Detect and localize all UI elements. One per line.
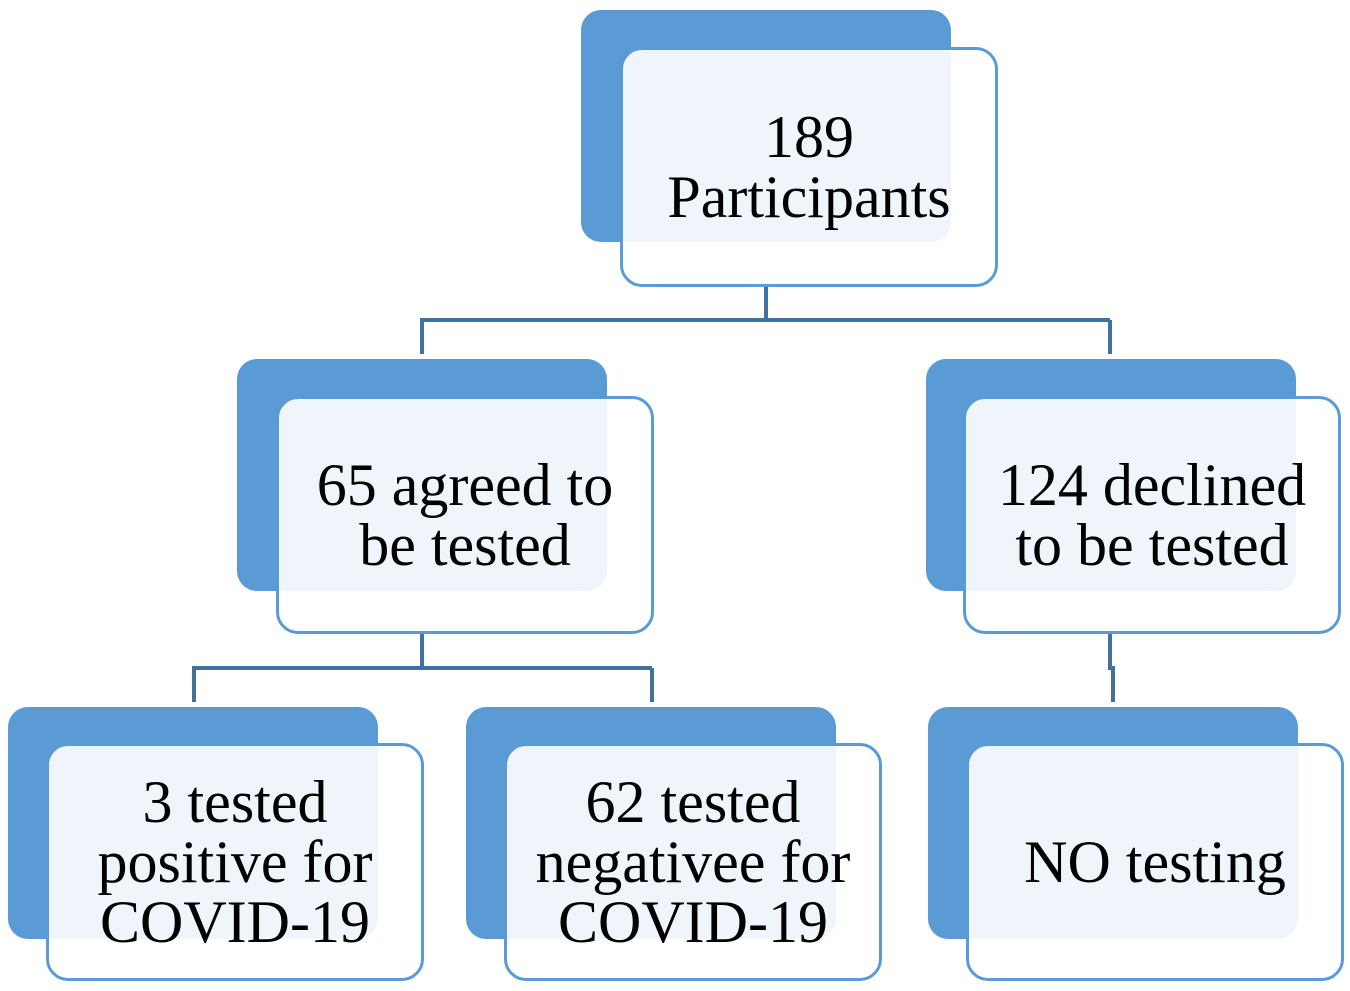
node-participants-line2: Participants bbox=[667, 164, 951, 230]
node-negative-line2: negativee for bbox=[535, 829, 851, 895]
node-participants-line1: 189 bbox=[764, 104, 854, 170]
node-agreed-line2: be tested bbox=[359, 512, 571, 578]
node-declined-text: 124 declined to be tested bbox=[998, 455, 1306, 575]
node-no-testing-box: NO testing bbox=[966, 743, 1344, 981]
node-negative-box: 62 tested negativee for COVID-19 bbox=[504, 743, 882, 981]
node-agreed-line1: 65 agreed to bbox=[316, 452, 614, 518]
node-positive-text: 3 tested positive for COVID-19 bbox=[98, 772, 373, 952]
node-negative-line3: COVID-19 bbox=[558, 889, 828, 955]
node-positive-box: 3 tested positive for COVID-19 bbox=[46, 743, 424, 981]
node-participants-text: 189 Participants bbox=[667, 107, 950, 227]
node-declined-box: 124 declined to be tested bbox=[963, 396, 1341, 634]
node-participants-box: 189 Participants bbox=[620, 47, 998, 287]
node-no-testing-line1: NO testing bbox=[1024, 829, 1286, 895]
node-declined-line1: 124 declined bbox=[997, 452, 1307, 518]
node-agreed-text: 65 agreed to be tested bbox=[317, 455, 614, 575]
node-positive-line1: 3 tested bbox=[142, 769, 328, 835]
node-negative-text: 62 tested negativee for COVID-19 bbox=[536, 772, 851, 952]
node-negative-line1: 62 tested bbox=[585, 769, 801, 835]
node-agreed-box: 65 agreed to be tested bbox=[276, 396, 654, 634]
connector-to-no-testing bbox=[1108, 632, 1115, 702]
node-declined-line2: to be tested bbox=[1015, 512, 1289, 578]
node-no-testing-text: NO testing bbox=[1024, 832, 1286, 892]
node-positive-line3: COVID-19 bbox=[100, 889, 370, 955]
node-positive-line2: positive for bbox=[97, 829, 373, 895]
